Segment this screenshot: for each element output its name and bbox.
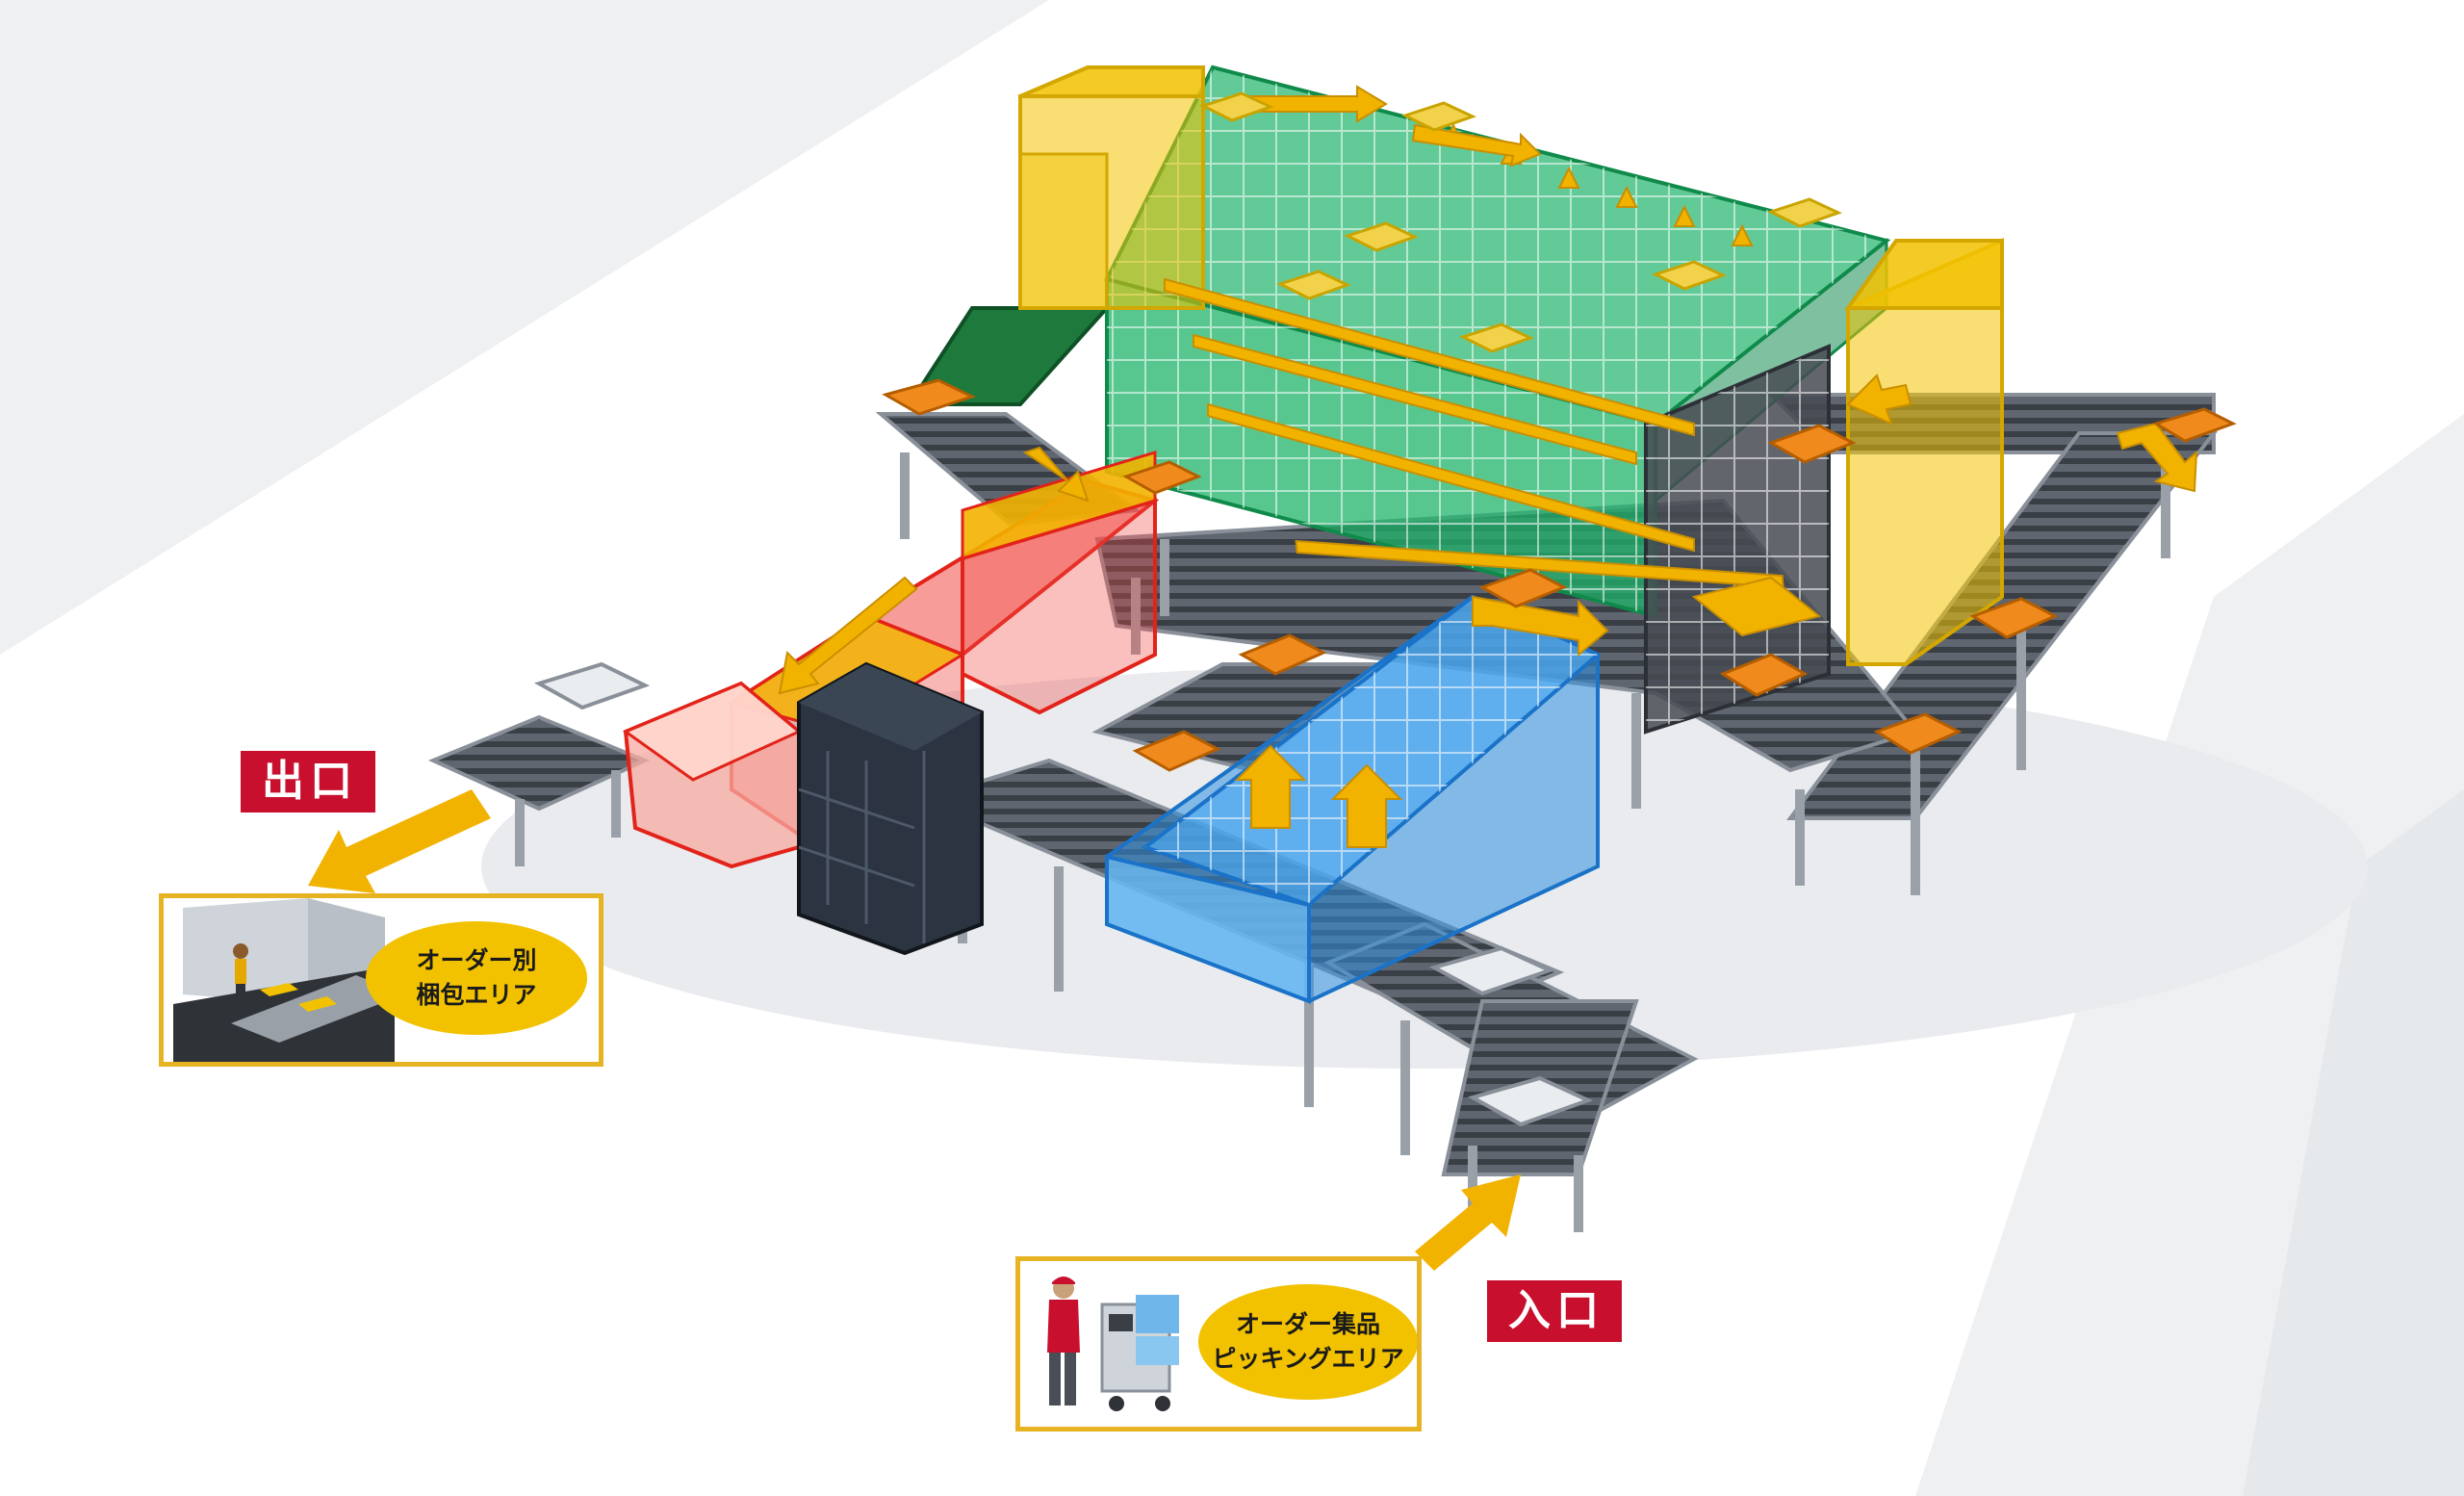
packing-area-line2: 梱包エリア [416,981,537,1009]
dark-tower [797,661,984,956]
picking-area-panel: オーダー集品 ピッキングエリア [1015,1256,1422,1432]
picking-area-line1: オーダー集品 [1235,1309,1380,1338]
worker-icon [233,943,248,1001]
tote [1199,91,1274,122]
picking-area-bubble: オーダー集品 ピッキングエリア [1198,1284,1417,1400]
entrance-label: 入口 [1487,1280,1622,1343]
tote [1969,597,2059,639]
tote [1132,730,1221,772]
totes [882,378,2237,772]
tote [2152,407,2237,443]
tote [1873,712,1963,755]
exit-label: 出口 [241,751,375,813]
packing-area-panel: オーダー別 梱包エリア [159,893,603,1067]
rack-totes [1199,91,1842,353]
arrow-icon [1164,277,1784,589]
arrow-icon [1234,744,1307,829]
tote [882,378,976,416]
packing-area-bubble: オーダー別 梱包エリア [366,921,587,1035]
yellow-lift-left [1018,65,1205,310]
arrow-icon [1022,446,1090,503]
tote [1122,460,1202,495]
tote [1401,101,1476,132]
packing-area-line1: オーダー別 [416,945,537,974]
truck-icon [173,898,404,1062]
worker-icon [1047,1277,1080,1406]
picking-area-line2: ピッキングエリア [1212,1345,1404,1373]
bin [1467,1075,1594,1127]
arrow-icon [1411,123,1542,168]
arrow-icon [778,576,918,695]
arrow-icon [1415,1174,1521,1271]
tote [1719,653,1809,697]
tote [1767,197,1842,228]
pink-buffer-shelf [622,681,802,869]
arrow-icon [1330,763,1403,848]
arrow-icon [308,789,491,893]
arrow-icon [1691,576,1822,637]
green-storage-rack [1104,64,1891,735]
tote [1459,322,1534,353]
tote [1767,424,1857,464]
flow-arrows [308,85,2198,1271]
tote [1478,568,1568,608]
tote [1652,260,1727,291]
tote [1276,270,1351,300]
bin [1428,945,1555,996]
picking-cart-icon [1047,1277,1179,1411]
empty-bins [533,661,1594,1127]
tote [1238,633,1327,676]
arrow-icon [1846,374,1912,426]
yellow-lift-right [1844,237,2004,666]
arrow-icon [2116,422,2198,493]
bin [533,661,651,710]
tote [1344,221,1419,252]
